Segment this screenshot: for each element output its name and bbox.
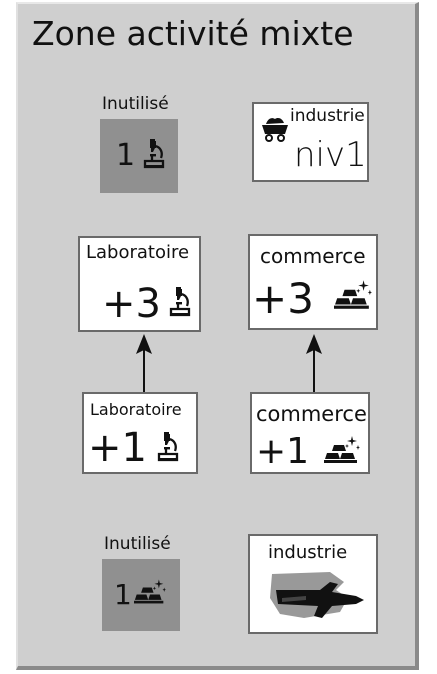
- microscope-icon: [156, 430, 180, 462]
- unused-value-top: 1: [116, 138, 136, 173]
- industry-label-top: industrie: [290, 106, 365, 126]
- gold-bars-icon: [134, 577, 166, 605]
- mine-cart-icon: [262, 118, 288, 142]
- industry-label-bottom: industrie: [268, 542, 348, 563]
- commerce-value: +3: [252, 274, 314, 323]
- laboratoire-value: +3: [102, 281, 161, 327]
- commerce-label: commerce: [256, 402, 367, 426]
- laboratoire-plus1-tile[interactable]: Laboratoire +1: [82, 392, 198, 474]
- commerce-value: +1: [256, 431, 310, 472]
- zone-card[interactable]: Zone activité mixte Inutilisé 1 industri…: [16, 2, 419, 670]
- gold-bars-icon: [324, 434, 360, 464]
- spaceship-icon: [270, 572, 364, 618]
- commerce-label: commerce: [260, 244, 366, 268]
- upgrade-arrows: [136, 334, 322, 392]
- unused-slot-bottom[interactable]: 1: [102, 559, 180, 631]
- laboratoire-label: Laboratoire: [90, 400, 182, 419]
- card-title: Zone activité mixte: [32, 14, 354, 53]
- commerce-plus1-tile[interactable]: commerce +1: [250, 392, 370, 474]
- industry-level: niv1: [294, 135, 367, 175]
- commerce-plus3-tile[interactable]: commerce +3: [248, 234, 378, 330]
- unused-label-top: Inutilisé: [102, 94, 169, 114]
- unused-value-bottom: 1: [114, 578, 132, 611]
- unused-slot-top[interactable]: 1: [100, 119, 178, 193]
- laboratoire-plus3-tile[interactable]: Laboratoire +3: [78, 236, 201, 332]
- laboratoire-value: +1: [88, 425, 147, 471]
- industry-tile-level[interactable]: industrie niv1: [252, 102, 369, 182]
- laboratoire-label: Laboratoire: [86, 242, 190, 263]
- industry-tile-ship[interactable]: industrie: [248, 534, 378, 634]
- unused-label-bottom: Inutilisé: [104, 534, 171, 554]
